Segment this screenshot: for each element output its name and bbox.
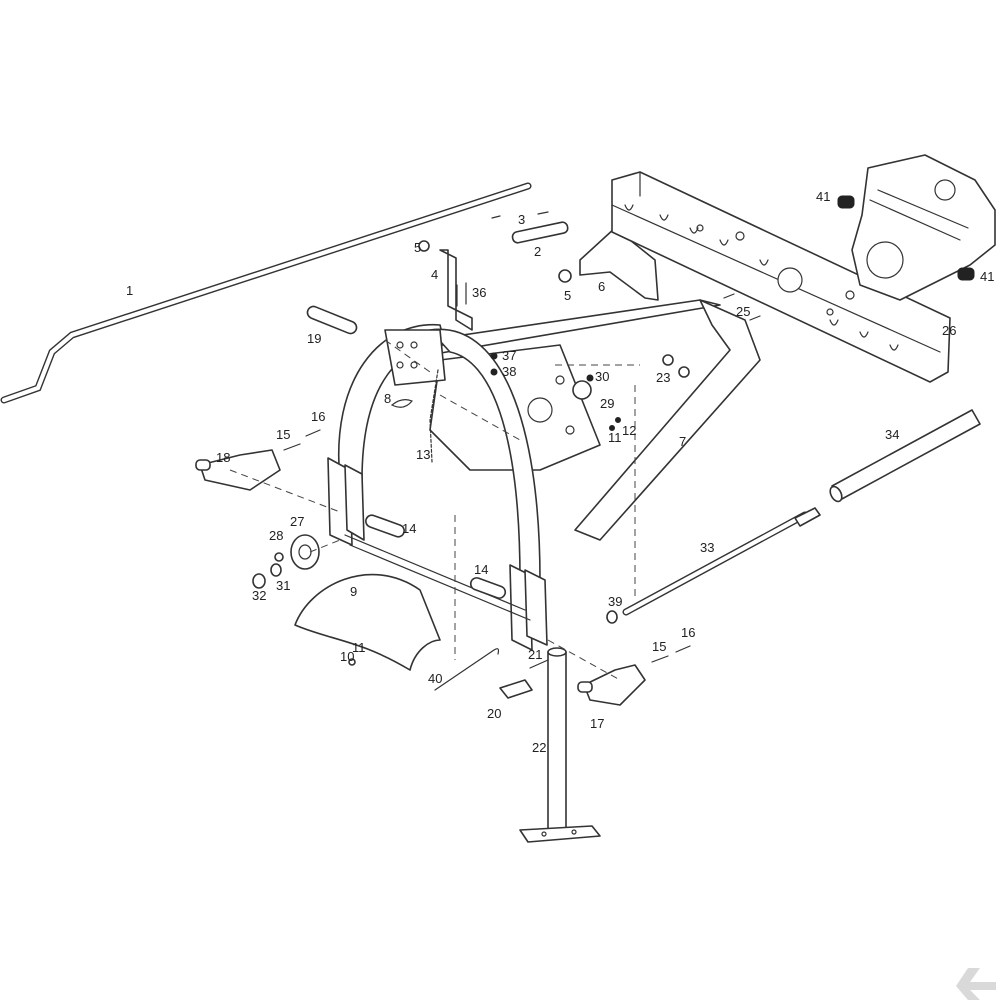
part-41-gearbox bbox=[837, 154, 996, 301]
callout-38: 38 bbox=[502, 364, 516, 379]
part-5-nut-a bbox=[418, 240, 430, 252]
callout-8: 8 bbox=[384, 391, 391, 406]
part-22-stand bbox=[519, 647, 601, 843]
part-5-nut-b bbox=[558, 269, 572, 283]
part-40-cable bbox=[434, 648, 500, 691]
part-25-pin-b bbox=[749, 315, 761, 321]
callout-labels: 1 2 3 4 5 5 6 7 8 9 10 11 11 12 13 14 14… bbox=[126, 189, 994, 755]
part-16-pin-b bbox=[675, 645, 691, 653]
callout-19: 19 bbox=[307, 331, 321, 346]
assembly-lines bbox=[229, 339, 640, 681]
callout-5a: 5 bbox=[414, 240, 421, 255]
part-12-washer bbox=[615, 417, 621, 423]
part-13-chain bbox=[429, 369, 439, 463]
callout-25: 25 bbox=[736, 304, 750, 319]
part-9-shield bbox=[294, 573, 441, 671]
callout-18: 18 bbox=[216, 450, 230, 465]
callout-7: 7 bbox=[679, 434, 686, 449]
callout-9: 9 bbox=[350, 584, 357, 599]
part-2-3-pins bbox=[491, 211, 569, 244]
part-31-washer bbox=[270, 563, 282, 577]
part-15-pin-b bbox=[651, 655, 669, 663]
part-8-clip bbox=[390, 399, 413, 408]
part-11-nut-a bbox=[609, 425, 615, 431]
callout-1: 1 bbox=[126, 283, 133, 298]
callout-29: 29 bbox=[600, 396, 614, 411]
part-21-pin bbox=[529, 659, 549, 669]
callout-30: 30 bbox=[595, 369, 609, 384]
part-29-bearing bbox=[572, 380, 592, 400]
part-23-bolt-a bbox=[662, 354, 674, 366]
part-23-bolt-b bbox=[678, 366, 690, 378]
part-34-tube bbox=[829, 409, 981, 503]
callout-39: 39 bbox=[608, 594, 622, 609]
callout-37: 37 bbox=[502, 348, 516, 363]
callout-6: 6 bbox=[598, 279, 605, 294]
callout-15a: 15 bbox=[276, 427, 290, 442]
part-32-ring bbox=[252, 573, 266, 589]
callout-34: 34 bbox=[885, 427, 899, 442]
callout-3: 3 bbox=[518, 212, 525, 227]
part-39-ring bbox=[606, 610, 618, 624]
part-28-bolt bbox=[274, 552, 284, 562]
callout-16b: 16 bbox=[681, 625, 695, 640]
part-33-shaft bbox=[622, 507, 821, 616]
callout-17: 17 bbox=[590, 716, 604, 731]
callout-22: 22 bbox=[532, 740, 546, 755]
part-1-rod bbox=[0, 182, 532, 404]
part-26-crossbar bbox=[611, 171, 951, 383]
part-17-link bbox=[577, 664, 646, 706]
part-16-pin-a bbox=[305, 429, 321, 437]
callout-15b: 15 bbox=[652, 639, 666, 654]
callout-11a: 11 bbox=[352, 640, 366, 655]
part-37-nut bbox=[490, 352, 498, 360]
callout-4: 4 bbox=[431, 267, 438, 282]
callout-16a: 16 bbox=[311, 409, 325, 424]
callout-26: 26 bbox=[942, 323, 956, 338]
callout-2: 2 bbox=[534, 244, 541, 259]
callout-41b: 41 bbox=[980, 269, 994, 284]
part-20-clip bbox=[499, 679, 533, 699]
part-25-pin-a bbox=[723, 293, 735, 299]
callout-10: 10 bbox=[340, 649, 354, 664]
callout-41a: 41 bbox=[816, 189, 830, 204]
stylized-k-icon bbox=[956, 968, 996, 1000]
part-14-pin-a bbox=[365, 514, 405, 538]
callout-14a: 14 bbox=[402, 521, 416, 536]
callout-13: 13 bbox=[416, 447, 430, 462]
callout-5b: 5 bbox=[564, 288, 571, 303]
callout-12: 12 bbox=[622, 423, 636, 438]
part-27-hub bbox=[290, 534, 320, 570]
callout-31: 31 bbox=[276, 578, 290, 593]
callout-27: 27 bbox=[290, 514, 304, 529]
callout-33: 33 bbox=[700, 540, 714, 555]
brand-logo-shape bbox=[956, 968, 996, 1000]
part-36-bolts bbox=[456, 282, 467, 307]
part-14-pin-b bbox=[469, 577, 507, 599]
part-38-washer bbox=[490, 368, 498, 376]
part-side-plates bbox=[327, 457, 548, 651]
callout-20: 20 bbox=[487, 706, 501, 721]
callout-14b: 14 bbox=[474, 562, 488, 577]
part-headstock-hoop bbox=[338, 324, 541, 581]
callout-36: 36 bbox=[472, 285, 486, 300]
part-15-pin-a bbox=[283, 443, 301, 451]
callout-11b: 11 bbox=[608, 430, 622, 445]
callout-28: 28 bbox=[269, 528, 283, 543]
callout-23: 23 bbox=[656, 370, 670, 385]
callout-32: 32 bbox=[252, 588, 266, 603]
part-10-bolt bbox=[348, 658, 356, 666]
part-30-nut bbox=[586, 374, 594, 382]
part-19-pin bbox=[306, 305, 358, 335]
callout-21: 21 bbox=[528, 647, 542, 662]
part-18-link bbox=[195, 449, 281, 491]
callout-40: 40 bbox=[428, 671, 442, 686]
part-4-bracket bbox=[439, 249, 473, 331]
